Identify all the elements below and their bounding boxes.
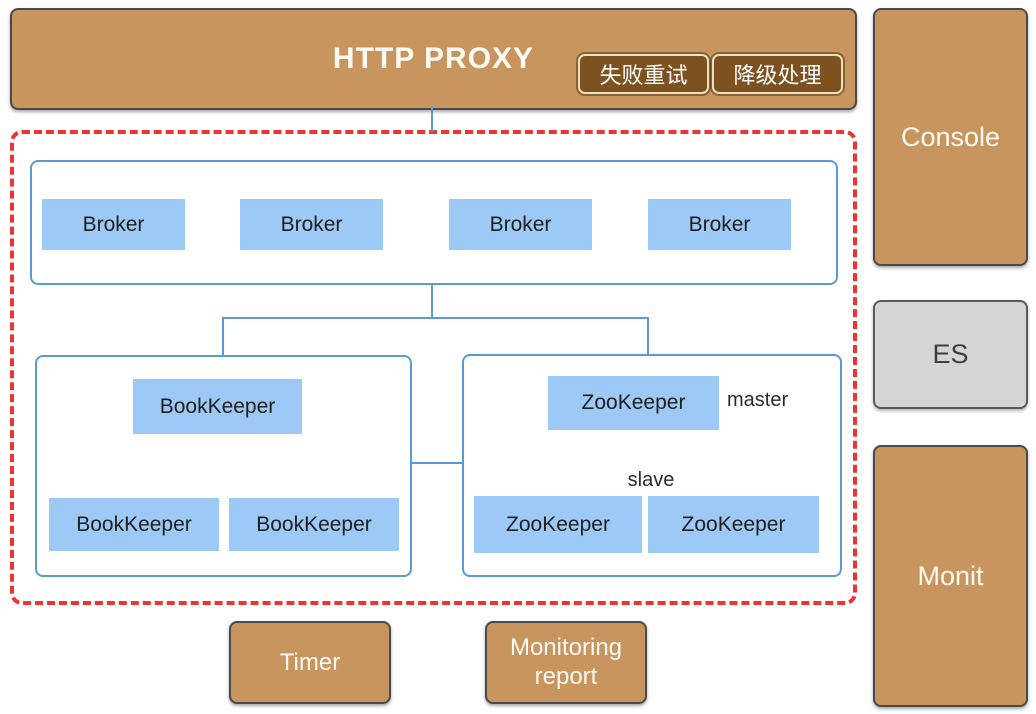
monitoring-report-box: Monitoring report — [485, 621, 647, 704]
http-proxy-title: HTTP PROXY — [332, 42, 535, 75]
retry-on-failure-button[interactable]: 失败重试 — [578, 54, 709, 94]
bookkeeper-child-node: BookKeeper — [49, 498, 219, 551]
timer-box: Timer — [229, 621, 391, 704]
connector-to-zookeeper — [647, 317, 649, 355]
http-proxy-box: HTTP PROXY 失败重试 降级处理 — [10, 8, 857, 110]
connector-to-bookkeeper — [222, 317, 224, 356]
slave-label: slave — [627, 469, 675, 491]
bookkeeper-cluster-container: BookKeeper BookKeeper BookKeeper — [35, 355, 412, 577]
zookeeper-master-node: ZooKeeper — [548, 376, 719, 430]
monit-box: Monit — [873, 445, 1028, 707]
connector-proxy-to-cluster — [431, 106, 433, 132]
bookkeeper-parent-node: BookKeeper — [133, 379, 302, 434]
console-box: Console — [873, 8, 1028, 266]
connector-bookkeeper-zookeeper — [408, 462, 463, 464]
zookeeper-slave-node: ZooKeeper — [648, 496, 819, 553]
broker-node: Broker — [449, 199, 592, 250]
es-box: ES — [873, 300, 1028, 409]
zookeeper-slave-node: ZooKeeper — [474, 496, 642, 553]
connector-broker-down — [431, 283, 433, 318]
cluster-boundary — [10, 130, 857, 605]
proxy-button-group: 失败重试 降级处理 — [578, 54, 843, 94]
broker-cluster-container: Broker Broker Broker Broker — [30, 160, 838, 285]
connector-junction — [222, 317, 649, 319]
zookeeper-cluster-container: ZooKeeper master slave ZooKeeper ZooKeep… — [462, 354, 842, 577]
broker-node: Broker — [42, 199, 185, 250]
bookkeeper-child-node: BookKeeper — [229, 498, 399, 551]
master-label: master — [727, 389, 789, 411]
broker-node: Broker — [648, 199, 791, 250]
broker-node: Broker — [240, 199, 383, 250]
degradation-button[interactable]: 降级处理 — [712, 54, 843, 94]
